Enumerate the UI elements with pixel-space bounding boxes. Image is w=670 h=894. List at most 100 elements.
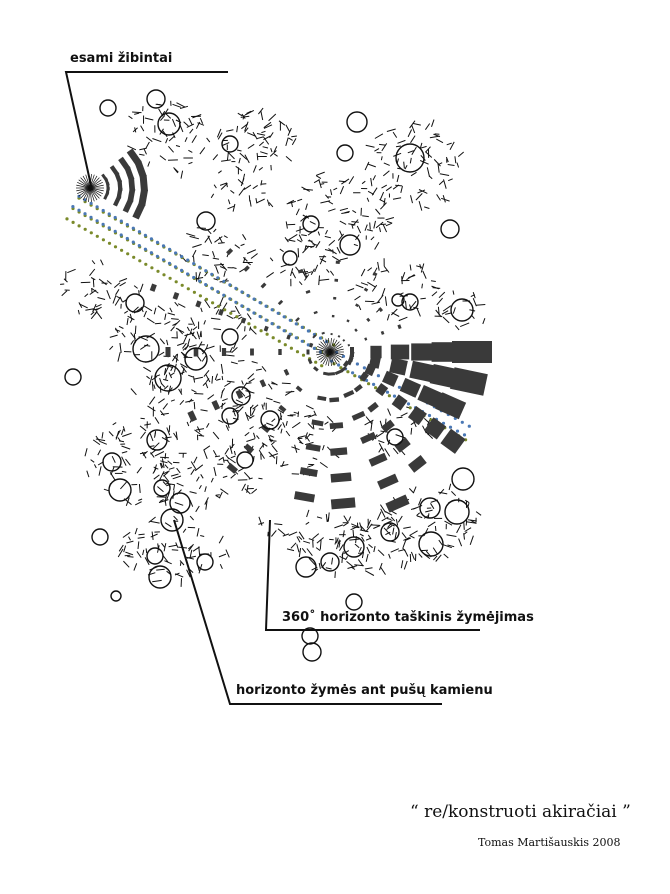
foliage-stroke <box>227 205 235 210</box>
foliage-stroke <box>216 378 221 381</box>
foliage-stroke <box>210 193 215 199</box>
foliage-stroke <box>435 554 442 562</box>
horizon-mark <box>411 343 437 361</box>
sightline-dot <box>253 325 257 329</box>
foliage-stroke <box>348 176 355 185</box>
foliage-stroke <box>100 259 104 266</box>
foliage-stroke <box>366 197 370 202</box>
trunk-marks-label: horizonto žymės ant pušų kamienu <box>236 683 493 698</box>
foliage-stroke <box>322 444 325 451</box>
foliage-stroke <box>318 275 320 286</box>
foliage-stroke <box>84 293 89 298</box>
foliage-stroke <box>126 540 134 544</box>
foliage-stroke <box>95 435 101 442</box>
sightline-dot <box>234 300 238 304</box>
foliage-stroke <box>420 263 425 273</box>
sightline-dot <box>289 346 293 350</box>
sightline-dot <box>276 311 280 315</box>
horizon-mark <box>337 335 341 338</box>
foliage-stroke <box>381 288 386 298</box>
foliage-stroke <box>160 412 169 415</box>
foliage-stroke <box>204 497 209 505</box>
foliage-stroke <box>271 530 277 537</box>
sightline-dot <box>150 266 154 270</box>
foliage-stroke <box>145 136 153 142</box>
horizon-mark <box>330 497 356 510</box>
foliage-stroke <box>324 235 332 239</box>
sightline-dot <box>387 394 391 398</box>
foliage-stroke <box>150 533 158 538</box>
foliage-stroke <box>374 242 380 250</box>
foliage-stroke <box>268 202 274 208</box>
sightline-dot <box>265 332 269 336</box>
foliage-stroke <box>173 432 178 440</box>
foliage-stroke <box>418 189 428 194</box>
sightline-dot <box>264 318 268 322</box>
trunk-circle <box>160 508 184 532</box>
foliage-stroke <box>114 297 121 306</box>
horizon-mark <box>321 331 325 335</box>
foliage-stroke <box>271 383 276 385</box>
foliage-stroke <box>230 361 238 365</box>
foliage-stroke <box>196 426 201 433</box>
foliage-stroke <box>308 538 315 541</box>
foliage-stroke <box>350 526 359 531</box>
foliage-stroke <box>266 422 274 427</box>
foliage-stroke <box>136 551 142 558</box>
foliage-stroke <box>452 307 456 314</box>
foliage-stroke <box>285 391 295 393</box>
foliage-stroke <box>279 248 284 253</box>
foliage-stroke <box>163 475 170 483</box>
foliage-stroke <box>162 471 169 477</box>
horizon-mark <box>330 472 352 483</box>
foliage-stroke <box>168 372 173 379</box>
foliage-stroke <box>146 317 155 324</box>
horizon-mark <box>377 473 399 490</box>
foliage-stroke <box>159 470 165 481</box>
foliage-stroke <box>172 475 182 480</box>
foliage-stroke <box>143 148 147 155</box>
foliage-stroke <box>410 171 417 177</box>
sightline-dot <box>392 394 397 398</box>
horizon-mark <box>305 443 321 452</box>
foliage-stroke <box>397 139 406 144</box>
foliage-stroke <box>466 521 476 524</box>
origin-whisker <box>77 187 91 195</box>
foliage-stroke <box>142 549 145 556</box>
sightline-dot <box>65 217 69 221</box>
foliage-stroke <box>249 200 252 207</box>
horizon-mark <box>307 358 313 365</box>
foliage-stroke <box>403 560 408 570</box>
sightline-dot <box>83 227 87 231</box>
foliage-stroke <box>384 296 388 306</box>
foliage-stroke <box>406 274 415 281</box>
foliage-stroke <box>392 184 400 190</box>
sightline-dot <box>397 385 401 389</box>
trunk-circle <box>282 250 298 266</box>
foliage-stroke <box>302 214 310 219</box>
foliage-stroke <box>339 555 347 560</box>
horizon-mark <box>424 417 447 440</box>
foliage-stroke <box>368 544 373 549</box>
origin-whisker <box>329 345 343 353</box>
foliage-stroke <box>186 233 196 237</box>
foliage-stroke <box>217 170 222 174</box>
foliage-stroke <box>229 346 233 352</box>
foliage-stroke <box>106 290 111 300</box>
horizon-mark <box>382 370 399 387</box>
foliage-stroke <box>216 128 222 138</box>
foliage-stroke <box>79 303 88 309</box>
sightline-dot <box>247 322 251 326</box>
trunk-circle <box>386 428 404 446</box>
foliage-stroke <box>247 373 255 380</box>
foliage-stroke <box>113 282 121 288</box>
sightline-dot <box>143 247 147 251</box>
foliage-stroke <box>358 305 362 311</box>
trunk-circle <box>231 386 251 406</box>
foliage-stroke <box>464 499 470 504</box>
horizon-mark <box>139 175 148 192</box>
foliage-stroke <box>430 503 435 510</box>
foliage-stroke <box>170 399 175 402</box>
foliage-stroke <box>159 338 165 345</box>
foliage-stroke <box>410 427 413 435</box>
